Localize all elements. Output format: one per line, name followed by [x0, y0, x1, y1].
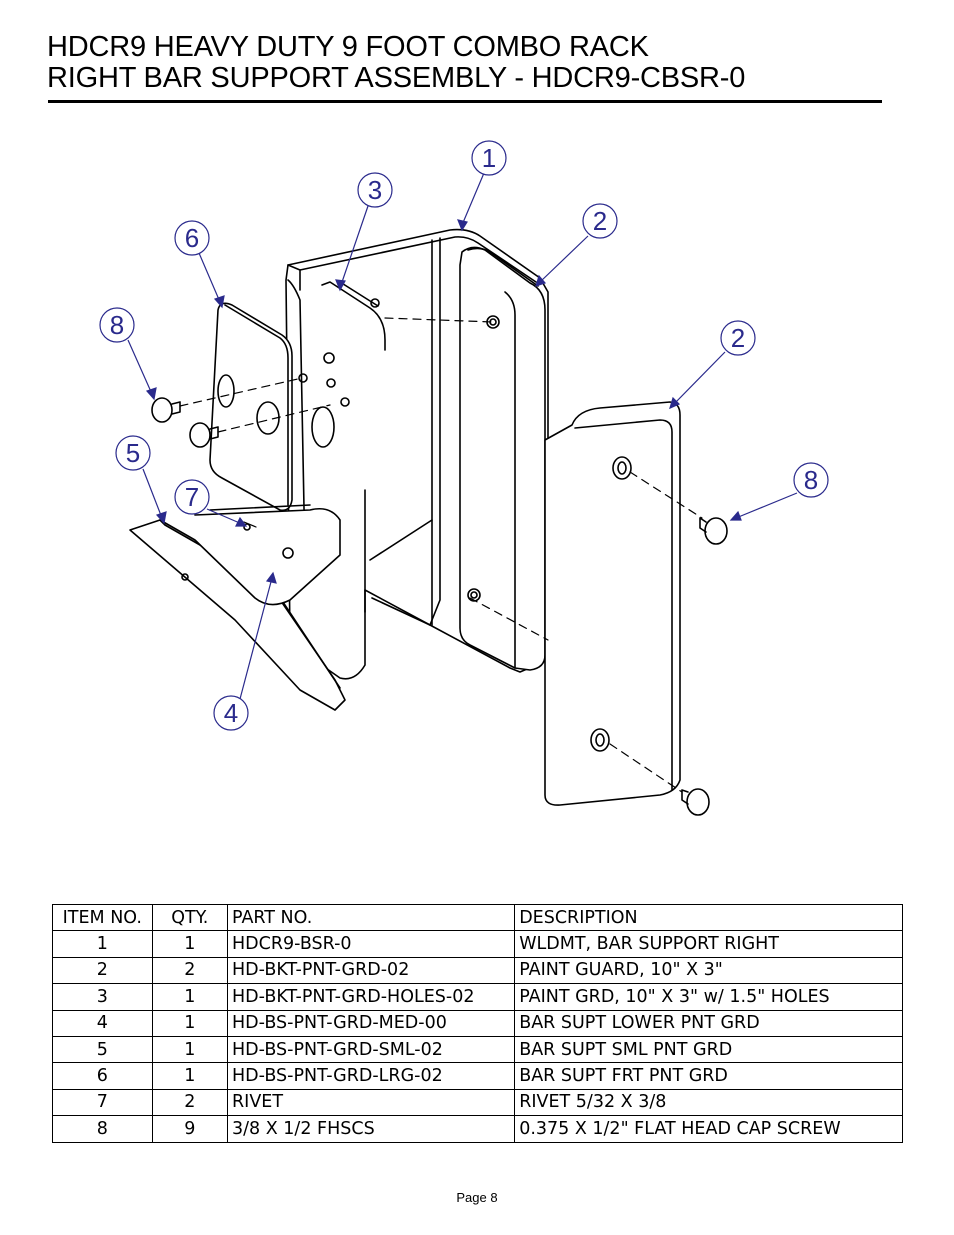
- qty-cell: 1: [151, 1035, 229, 1064]
- header-description: DESCRIPTION: [514, 903, 903, 932]
- item-no-cell: 8: [52, 1115, 153, 1143]
- page-title-line-2: RIGHT BAR SUPPORT ASSEMBLY - HDCR9-CBSR-…: [47, 62, 746, 94]
- balloon-item-8-right: 8: [793, 462, 829, 498]
- part-no-cell: HD-BS-PNT-GRD-SML-02: [227, 1035, 516, 1064]
- svg-text:2: 2: [731, 323, 745, 353]
- balloon-item-2-top: 2: [582, 203, 618, 239]
- qty-cell: 9: [151, 1115, 229, 1143]
- leader-lines: [127, 172, 798, 700]
- description-cell: BAR SUPT SML PNT GRD: [514, 1035, 903, 1064]
- item-no-cell: 7: [52, 1088, 153, 1117]
- balloon-item-1: 1: [471, 140, 507, 176]
- paint-guard-inner: [459, 246, 546, 671]
- part-no-cell: HDCR9-BSR-0: [227, 930, 516, 958]
- description-cell: RIVET 5/32 X 3/8: [514, 1088, 903, 1117]
- svg-text:2: 2: [593, 206, 607, 236]
- svg-text:6: 6: [185, 223, 199, 253]
- description-cell: BAR SUPT LOWER PNT GRD: [514, 1009, 903, 1037]
- front-paint-guard: [209, 302, 293, 512]
- description-cell: 0.375 X 1/2" FLAT HEAD CAP SCREW: [514, 1115, 903, 1143]
- description-cell: BAR SUPT FRT PNT GRD: [514, 1062, 903, 1090]
- qty-cell: 2: [151, 1088, 229, 1117]
- qty-cell: 1: [151, 1062, 229, 1090]
- paint-guard-outer: [544, 401, 681, 806]
- svg-text:3: 3: [368, 175, 382, 205]
- part-no-cell: RIVET: [227, 1088, 516, 1117]
- qty-cell: 1: [151, 1009, 229, 1037]
- header-item-no: ITEM NO.: [52, 903, 153, 932]
- item-no-cell: 5: [52, 1035, 153, 1064]
- item-no-cell: 3: [52, 983, 153, 1011]
- balloon-item-5: 5: [115, 435, 151, 471]
- balloon-item-3: 3: [357, 172, 393, 208]
- page-number: Page 8: [456, 1190, 498, 1205]
- balloon-item-6: 6: [174, 220, 210, 256]
- header-part-no: PART NO.: [227, 903, 516, 932]
- svg-text:7: 7: [185, 482, 199, 512]
- item-no-cell: 1: [52, 930, 153, 958]
- svg-text:4: 4: [224, 698, 238, 728]
- qty-cell: 2: [151, 956, 229, 985]
- item-no-cell: 4: [52, 1009, 153, 1037]
- qty-cell: 1: [151, 983, 229, 1011]
- item-no-cell: 6: [52, 1062, 153, 1090]
- part-no-cell: HD-BS-PNT-GRD-MED-00: [227, 1009, 516, 1037]
- qty-cell: 1: [151, 930, 229, 958]
- balloon-item-4: 4: [213, 695, 249, 731]
- svg-text:8: 8: [804, 465, 818, 495]
- title-underline: [48, 100, 882, 103]
- part-no-cell: HD-BKT-PNT-GRD-HOLES-02: [227, 983, 516, 1011]
- description-cell: PAINT GRD, 10" X 3" w/ 1.5" HOLES: [514, 983, 903, 1011]
- center-lines: [179, 317, 703, 793]
- assembly-drawing: 1 3 2 6 8 2 5 8 7 4: [99, 140, 829, 816]
- page-title-line-1: HDCR9 HEAVY DUTY 9 FOOT COMBO RACK: [47, 31, 649, 63]
- svg-text:1: 1: [482, 143, 496, 173]
- balloon-item-2-right: 2: [720, 320, 756, 356]
- description-cell: WLDMT, BAR SUPPORT RIGHT: [514, 930, 903, 958]
- description-cell: PAINT GUARD, 10" X 3": [514, 956, 903, 985]
- table-header-row: ITEM NO. QTY. PART NO. DESCRIPTION: [52, 903, 903, 932]
- svg-text:5: 5: [126, 438, 140, 468]
- balloon-item-7: 7: [174, 479, 210, 515]
- balloon-item-8-left: 8: [99, 307, 135, 343]
- paint-guard-holes: [298, 281, 386, 448]
- part-no-cell: 3/8 X 1/2 FHSCS: [227, 1115, 516, 1143]
- lower-paint-guards: [129, 504, 346, 711]
- header-qty: QTY.: [151, 903, 229, 932]
- item-no-cell: 2: [52, 956, 153, 985]
- item-balloons: 1 3 2 6 8 2 5 8 7 4: [99, 140, 829, 731]
- part-no-cell: HD-BKT-PNT-GRD-02: [227, 956, 516, 985]
- part-no-cell: HD-BS-PNT-GRD-LRG-02: [227, 1062, 516, 1090]
- svg-text:8: 8: [110, 310, 124, 340]
